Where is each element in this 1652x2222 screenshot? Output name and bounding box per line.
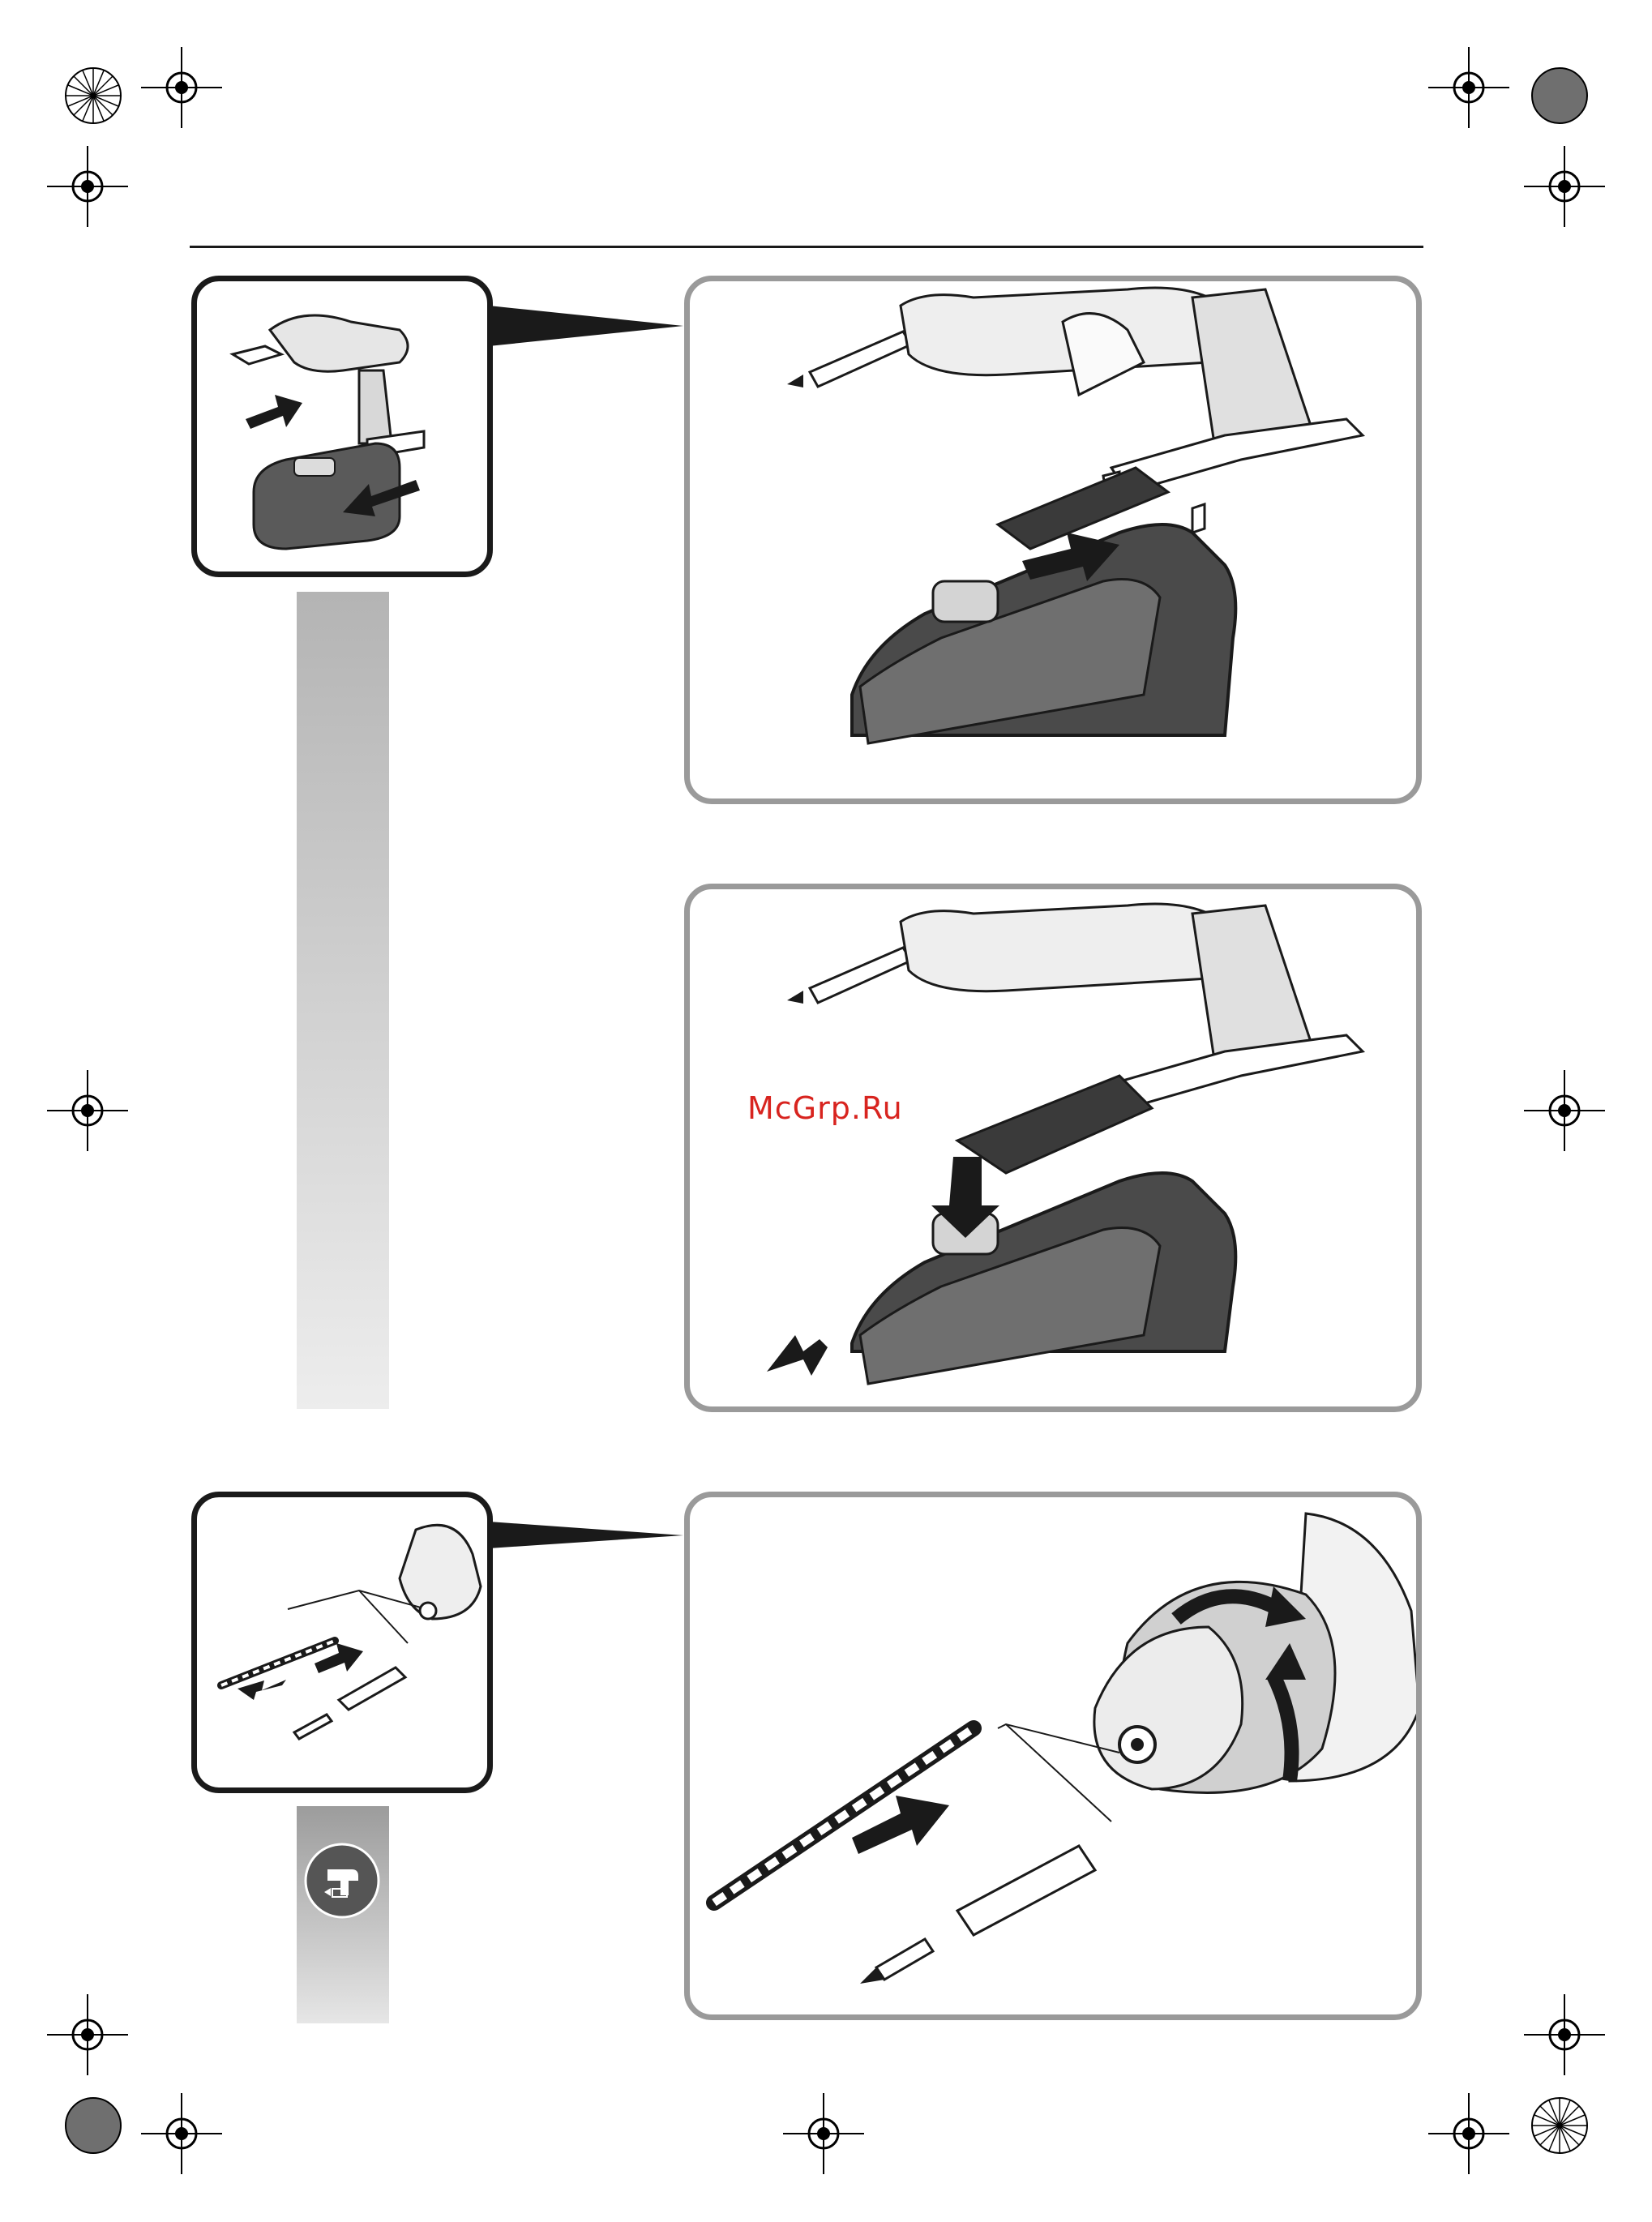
crop-mark-right-lower [1524,1994,1605,2075]
side-tab-bar [297,592,389,1409]
drill-remove-battery-icon [303,1842,384,1923]
crop-mark-left-upper [47,146,128,227]
drill-bit-icon [233,346,281,364]
crop-mark-left-lower [47,1994,128,2075]
screwdriver-bit-icon [294,1715,332,1739]
figure-battery-remove [684,884,1422,1412]
grey-patch-top-right [1532,68,1587,123]
drill-icon [270,315,408,371]
callout-wedge-bottom [489,1518,691,1566]
crop-mark-top-right [1428,47,1509,128]
screwdriver-bit-icon [876,1939,933,1980]
callout-wedge-top [489,302,691,350]
bit-holder-icon [339,1668,405,1710]
crop-mark-bottom-center [783,2093,864,2174]
arrow-remove-icon [767,1335,828,1376]
arrow-insert-icon [246,395,302,429]
crop-mark-right-middle [1524,1070,1605,1151]
starburst-mark-top-left [66,68,121,123]
drill-bit-icon [810,332,911,387]
crop-mark-bottom-right [1428,2093,1509,2174]
release-button [933,581,998,622]
arrow-remove-icon [238,1680,286,1700]
crop-mark-bottom-left [141,2093,222,2174]
crop-mark-right-upper [1524,146,1605,227]
figure-battery-insert [684,276,1422,804]
starburst-mark-bottom-right [1532,2098,1587,2153]
figure-tool-insert-thumbnail [191,1492,493,1793]
figure-battery-insert-thumbnail [191,276,493,577]
crop-mark-left-middle [47,1070,128,1151]
figure-tool-insert [684,1492,1422,2020]
grey-patch-bottom-left [66,2098,121,2153]
crop-mark-top-left [141,47,222,128]
watermark-text: McGrp.Ru [747,1090,903,1126]
bit-holder-icon [957,1846,1095,1935]
header-rule [190,246,1423,248]
drill-bit-icon [810,948,911,1003]
